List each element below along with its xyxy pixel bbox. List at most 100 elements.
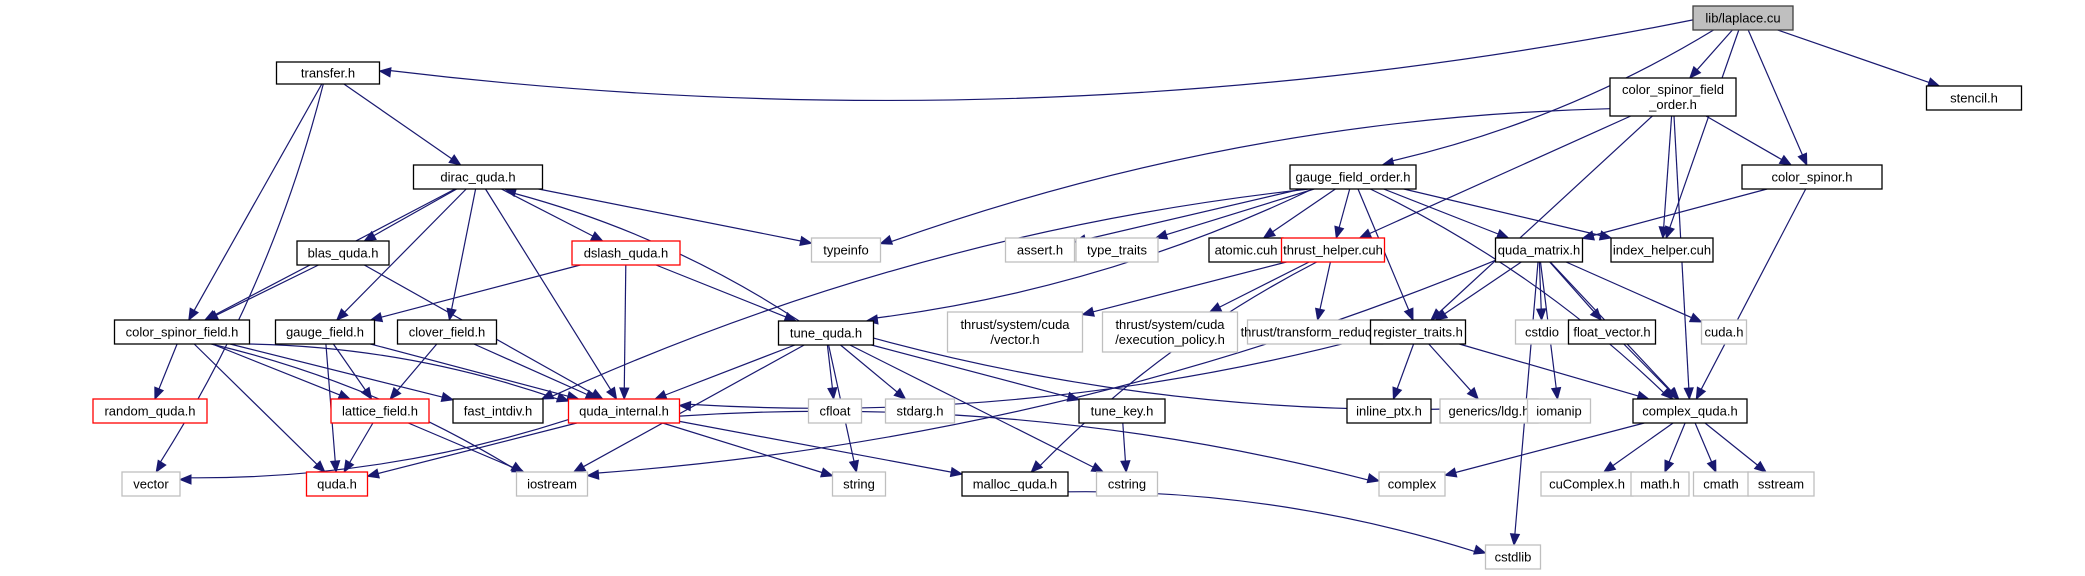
node-label: lattice_field.h: [342, 404, 418, 419]
node-vector: vector: [121, 471, 181, 497]
arrowhead-csf-to-random: [154, 386, 165, 401]
node-label: random_quda.h: [104, 404, 195, 419]
node-label: iostream: [527, 477, 577, 492]
arrowhead-thrust_helper-to-thrust_vector: [1081, 306, 1095, 317]
node-label: inline_ptx.h: [1356, 404, 1422, 419]
edge-dirac-to-quda_internal: [484, 188, 612, 391]
arrowhead-tune-to-quda_internal: [653, 389, 668, 400]
node-quda-matrix[interactable]: quda_matrix.h: [1494, 237, 1584, 263]
edge-complex_quda-to-math: [1668, 422, 1686, 463]
node-gauge-field[interactable]: gauge_field.h: [274, 319, 376, 345]
edge-clover_field-to-lattice: [396, 343, 438, 391]
edge-csfo-to-register_traits: [1438, 115, 1653, 313]
node-tune[interactable]: tune_quda.h: [777, 320, 875, 346]
node-label: transfer.h: [301, 66, 355, 81]
node-cucomplex: cuComplex.h: [1540, 471, 1634, 497]
node-dslash[interactable]: dslash_quda.h: [571, 240, 681, 266]
node-box: [807, 398, 863, 424]
arrowhead-quda_matrix-to-cstdio: [1535, 308, 1547, 322]
node-quda-internal[interactable]: quda_internal.h: [567, 398, 681, 424]
arrowhead-complex_quda-to-cmath: [1706, 459, 1717, 474]
edge-quda_matrix-to-cstdlib: [1514, 261, 1539, 535]
node-quda[interactable]: quda.h: [305, 471, 369, 497]
node-label: color_spinor_field.h: [126, 325, 239, 340]
node-tune-key[interactable]: tune_key.h: [1078, 398, 1166, 424]
edge-cspinor-to-complex_quda: [1700, 188, 1807, 390]
arrowhead-dirac-to-gauge_field: [335, 308, 349, 321]
node-box: [1289, 164, 1417, 190]
node-label: cstdio: [1525, 325, 1559, 340]
edge-thrust_helper-to-thrust_exec: [1219, 261, 1310, 308]
node-box: [1494, 237, 1584, 263]
edge-tune-to-quda_internal: [665, 344, 796, 396]
edge-quda_internal-to-malloc: [679, 420, 952, 473]
node-label: assert.h: [1017, 243, 1063, 258]
node-box: [884, 398, 956, 424]
node-stencil[interactable]: stencil.h: [1925, 85, 2023, 111]
arrowhead-tune-to-tune_key: [1066, 391, 1081, 402]
edge-transfer-to-csf: [193, 83, 323, 311]
node-cspinor[interactable]: color_spinor.h: [1741, 164, 1883, 190]
edge-register_traits-to-ldg: [1428, 343, 1472, 392]
node-label: thrust/system/cuda: [1115, 317, 1225, 332]
node-laplace[interactable]: lib/laplace.cu: [1692, 5, 1794, 31]
edge-tune_key-to-cstring: [1122, 422, 1126, 462]
node-register-traits[interactable]: register_traits.h: [1369, 319, 1467, 345]
node-gfo[interactable]: gauge_field_order.h: [1289, 164, 1417, 190]
edge-thrust_helper-to-malloc: [1039, 261, 1317, 466]
edge-gfo-to-tune: [877, 188, 1313, 319]
edge-csf-to-quda_internal: [249, 343, 558, 400]
node-atomic[interactable]: atomic.cuh: [1208, 237, 1284, 263]
edge-gauge_field-to-lattice: [332, 343, 366, 391]
node-cstdlib: cstdlib: [1484, 544, 1542, 570]
arrowhead-tune-to-cfloat: [827, 387, 838, 401]
node-label: cuda.h: [1704, 325, 1743, 340]
node-fast-intdiv[interactable]: fast_intdiv.h: [452, 398, 544, 424]
edge-gfo-to-quda_matrix: [1383, 188, 1499, 235]
node-box: [1280, 237, 1386, 263]
node-label: color_spinor.h: [1772, 170, 1853, 185]
edge-complex_quda-to-cmath: [1694, 422, 1713, 463]
node-float-vector[interactable]: float_vector.h: [1567, 319, 1657, 345]
node-cfloat: cfloat: [807, 398, 863, 424]
node-label: clover_field.h: [409, 325, 486, 340]
node-random[interactable]: random_quda.h: [92, 398, 208, 424]
arrowhead-register_traits-to-inline_ptx: [1392, 386, 1403, 401]
arrowhead-csfo-to-complex_quda: [1683, 387, 1694, 401]
node-label: gauge_field_order.h: [1296, 170, 1411, 185]
arrowhead-quda_matrix-to-iomanip: [1550, 386, 1562, 401]
arrowhead-complex_quda-to-math: [1664, 459, 1675, 474]
edge-float_vector-to-complex_quda: [1623, 343, 1671, 392]
node-box: [1700, 319, 1748, 345]
node-transfer[interactable]: transfer.h: [275, 61, 381, 85]
node-csfo[interactable]: color_spinor_field_order.h: [1609, 77, 1737, 117]
node-clover-field[interactable]: clover_field.h: [396, 319, 498, 345]
node-box: [1484, 544, 1542, 570]
arrowhead-register_traits-to-ldg: [1466, 386, 1480, 400]
node-complex-quda[interactable]: complex_quda.h: [1632, 398, 1748, 424]
edge-quda_internal-to-string: [662, 422, 823, 474]
node-box: [571, 240, 681, 266]
arrowhead-thrust_helper-to-malloc: [1030, 460, 1044, 473]
node-box: [305, 471, 369, 497]
edge-gauge_field-to-quda_internal: [370, 343, 569, 397]
node-csf[interactable]: color_spinor_field.h: [113, 319, 251, 345]
arrowhead-csf-to-quda_internal: [555, 392, 570, 403]
arrowhead-cspinor-to-complex_quda: [1695, 386, 1707, 401]
node-lattice[interactable]: lattice_field.h: [330, 398, 430, 424]
edge-laplace-to-transfer: [390, 19, 1694, 102]
node-thrust-helper[interactable]: thrust_helper.cuh: [1280, 237, 1386, 263]
node-iostream: iostream: [515, 471, 589, 497]
node-inline-ptx[interactable]: inline_ptx.h: [1346, 398, 1432, 424]
edge-quda_internal-to-complex: [679, 410, 1369, 481]
node-malloc[interactable]: malloc_quda.h: [961, 471, 1069, 497]
node-label: cstdlib: [1495, 550, 1532, 565]
node-blas[interactable]: blas_quda.h: [296, 240, 390, 266]
node-box: [330, 398, 430, 424]
node-index-helper[interactable]: index_helper.cuh: [1610, 237, 1714, 263]
arrowhead-quda_internal-to-string: [820, 467, 834, 478]
edge-gfo-to-thrust_helper: [1338, 188, 1351, 228]
arrowhead-csf-to-quda: [312, 460, 326, 473]
node-dirac[interactable]: dirac_quda.h: [412, 164, 544, 190]
